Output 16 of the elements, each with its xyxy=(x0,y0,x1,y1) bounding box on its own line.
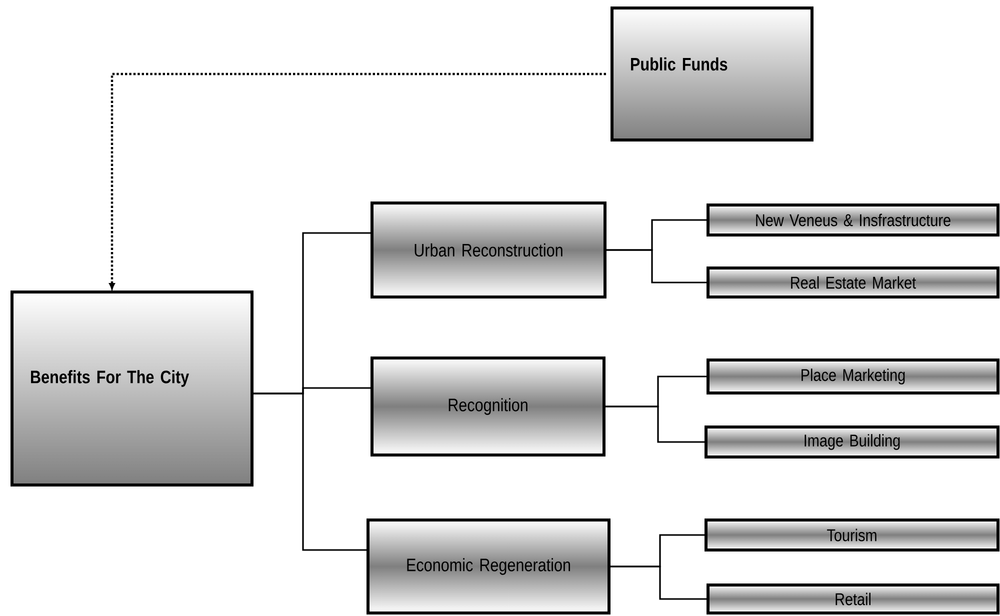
connector xyxy=(604,406,706,443)
source-box: Public Funds xyxy=(610,6,814,142)
branch-box: Urban Reconstruction xyxy=(370,202,606,298)
leaf-box: New Veneus & Insfrastructure xyxy=(706,204,1000,236)
connector xyxy=(609,566,708,600)
branch-box: Economic Regeneration xyxy=(366,518,610,614)
leaf-box: Image Building xyxy=(704,426,1000,458)
leaf-box: Tourism xyxy=(704,518,1000,552)
connector xyxy=(605,249,708,284)
branch-box: Recognition xyxy=(370,356,606,456)
leaf-box: Real Estate Market xyxy=(706,266,1000,298)
connector xyxy=(252,392,368,551)
root-box: Benefits For The City xyxy=(10,290,254,486)
connector xyxy=(109,72,606,290)
leaf-box: Place Marketing xyxy=(706,358,1000,394)
leaf-box: Retail xyxy=(706,584,1000,614)
